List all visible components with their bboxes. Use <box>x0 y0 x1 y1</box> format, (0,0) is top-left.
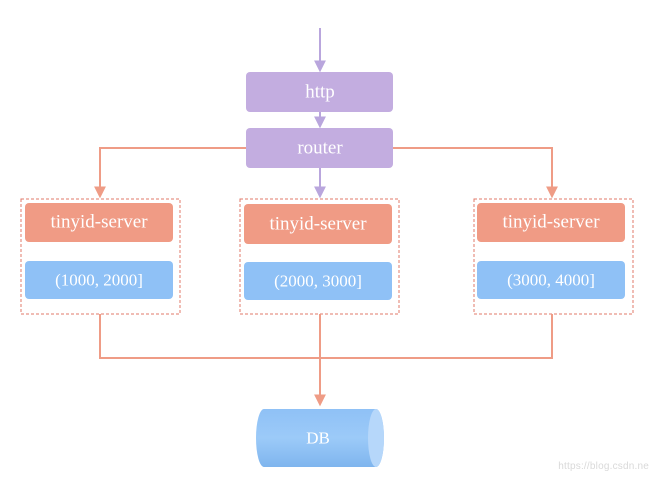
server-label: tinyid-server <box>50 212 148 233</box>
server-label: tinyid-server <box>502 212 600 233</box>
server-group-border <box>239 198 400 315</box>
server-group-2: tinyid-server (2000, 3000] <box>239 198 400 315</box>
watermark: https://blog.csdn.ne <box>558 461 649 472</box>
db-label: DB <box>306 429 330 448</box>
http-node: http <box>246 72 393 112</box>
router-to-server-3-connector <box>393 147 558 199</box>
servers-to-db-bus <box>99 314 553 359</box>
router-label: router <box>297 138 343 159</box>
server-group-3: tinyid-server (3000, 4000] <box>473 198 634 315</box>
server-group-border <box>473 198 634 315</box>
server-label: tinyid-server <box>269 214 367 235</box>
server-group-border <box>20 198 181 315</box>
id-range-label: (2000, 3000] <box>274 272 362 291</box>
server-group-1: tinyid-server (1000, 2000] <box>20 198 181 315</box>
db-node: DB <box>256 409 384 467</box>
http-label: http <box>305 82 335 103</box>
id-range-label: (1000, 2000] <box>55 271 143 290</box>
router-to-server-1-connector <box>94 147 246 199</box>
router-node: router <box>246 128 393 168</box>
id-range-label: (3000, 4000] <box>507 271 595 290</box>
